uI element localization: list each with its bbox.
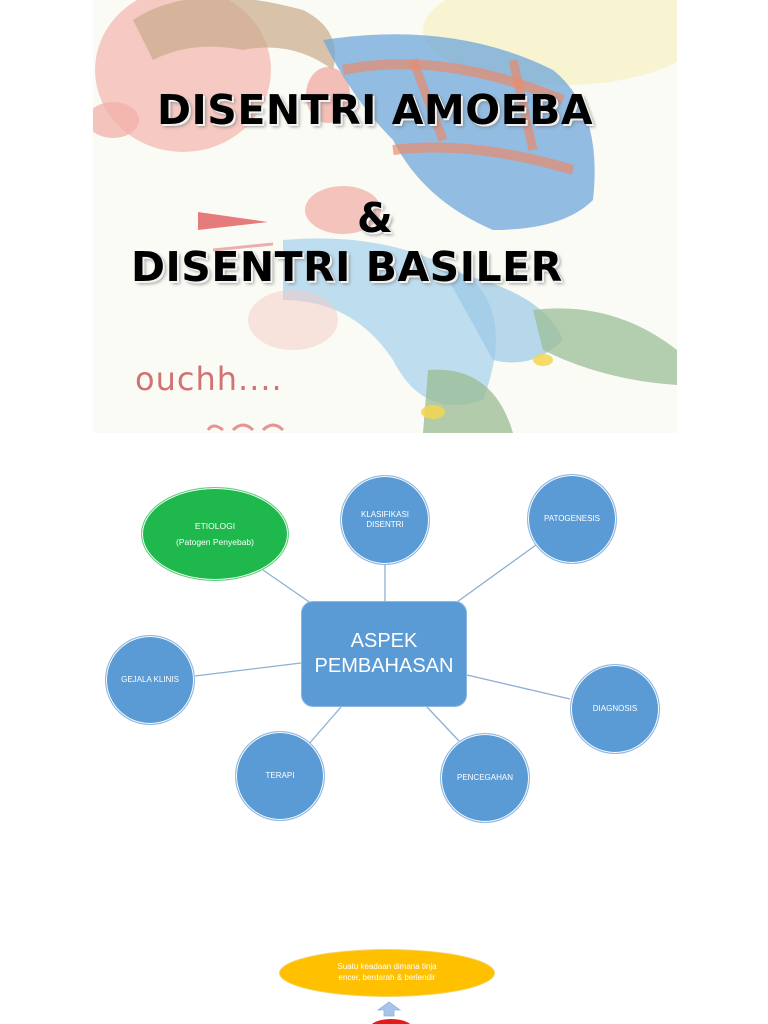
- node-etiologi: ETIOLOGI (Patogen Penyebab): [141, 487, 289, 581]
- cartoon-person-stomachache-icon: [93, 0, 677, 433]
- connector-gejala: [194, 662, 302, 677]
- node-klasifikasi-line1: KLASIFIKASI: [360, 510, 410, 520]
- definition-ellipse: Suatu keadaan dimana tinja encer, berdar…: [279, 949, 495, 997]
- node-pencegahan-label: PENCEGAHAN: [456, 773, 513, 783]
- node-klasifikasi-line2: DISENTRI: [366, 520, 404, 529]
- up-arrow-icon: [377, 1001, 401, 1017]
- title-ampersand: &: [357, 194, 394, 242]
- connector-terapi: [307, 706, 342, 746]
- node-patogenesis-label: PATOGENESIS: [543, 514, 600, 524]
- node-patogenesis: PATOGENESIS: [527, 474, 617, 564]
- title-line-disentri-basiler: DISENTRI BASILER: [131, 243, 563, 291]
- connector-pencegahan: [426, 706, 460, 742]
- node-etiologi-label: ETIOLOGI: [194, 520, 236, 531]
- node-diagnosis-label: DIAGNOSIS: [592, 704, 638, 714]
- node-aspek-pembahasan: ASPEK PEMBAHASAN: [301, 601, 467, 707]
- node-etiologi-sublabel: (Patogen Penyebab): [176, 537, 254, 547]
- definition-slide: Suatu keadaan dimana tinja encer, berdar…: [93, 935, 677, 1024]
- node-terapi: TERAPI: [235, 731, 325, 821]
- node-gejala-klinis: GEJALA KLINIS: [105, 635, 195, 725]
- node-terapi-label: TERAPI: [265, 771, 295, 781]
- title-slide: DISENTRI AMOEBA & DISENTRI BASILER ouchh…: [93, 0, 677, 433]
- mindmap-slide: ETIOLOGI (Patogen Penyebab) KLASIFIKASI …: [93, 455, 677, 855]
- ouch-caption: ouchh....: [135, 360, 283, 398]
- center-line2: PEMBAHASAN: [314, 655, 454, 677]
- definition-line1: Suatu keadaan dimana tinja: [337, 962, 437, 972]
- definition-line2: encer, berdarah & berlendir: [338, 973, 436, 982]
- title-line-disentri-amoeba: DISENTRI AMOEBA: [157, 86, 594, 134]
- node-klasifikasi-disentri: KLASIFIKASI DISENTRI: [340, 475, 430, 565]
- center-line1: ASPEK: [350, 630, 418, 652]
- node-diagnosis: DIAGNOSIS: [570, 664, 660, 754]
- node-pencegahan: PENCEGAHAN: [440, 733, 530, 823]
- connector-diagnosis: [466, 674, 571, 700]
- node-gejala-label: GEJALA KLINIS: [121, 675, 179, 685]
- red-ellipse-shape: [369, 1019, 413, 1024]
